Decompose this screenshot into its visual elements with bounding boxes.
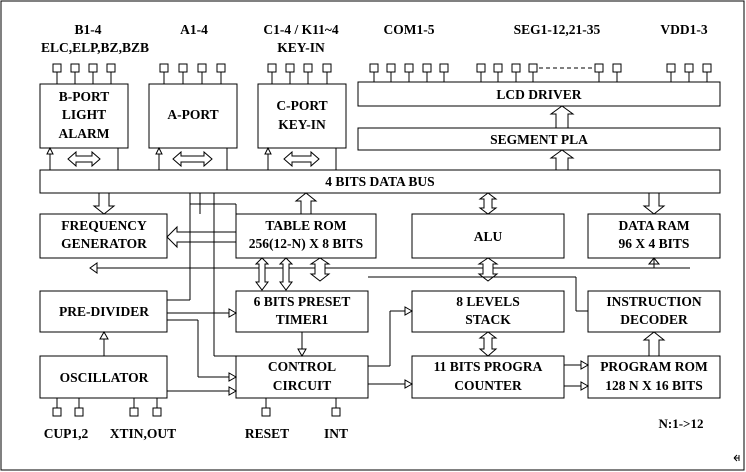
table-rom-label: TABLE ROM	[265, 218, 346, 233]
pre-divider-block	[39, 290, 168, 333]
oscillator-block	[39, 355, 168, 399]
frequency-generator-label-2: GENERATOR	[61, 236, 147, 251]
table-rom-label-2: 256(12-N) X 8 BITS	[249, 236, 363, 251]
data-ram-label: DATA RAM	[618, 218, 689, 233]
stack-block	[411, 290, 565, 333]
b-port-label-2: LIGHT	[62, 107, 106, 122]
c-port-bus-arrow-icon	[283, 150, 320, 168]
b-pins	[52, 63, 116, 84]
table-timer-arrow-2-icon	[278, 257, 294, 291]
program-rom-block	[587, 355, 721, 399]
note-label: N:1->12	[659, 416, 704, 431]
a-pins	[159, 63, 226, 84]
bus-to-freq-arrow-icon	[92, 192, 116, 215]
c-pins-sublabel: KEY-IN	[277, 40, 325, 55]
c-port-label-2: KEY-IN	[278, 117, 326, 132]
cup-pins-label: CUP1,2	[44, 426, 89, 441]
preset-timer-block	[235, 290, 369, 333]
seg-pins-label: SEG1-12,21-35	[514, 22, 601, 37]
lcd-driver-label: LCD DRIVER	[496, 87, 581, 102]
table-rom-to-bus-arrow-icon	[294, 192, 318, 215]
program-counter-block	[411, 355, 565, 399]
port-connectors	[46, 146, 337, 170]
lcd-driver-block	[357, 81, 721, 107]
b-port-block	[39, 83, 129, 149]
stack-label: 8 LEVELS	[456, 294, 519, 309]
c-pins	[267, 63, 332, 84]
oscillator-label: OSCILLATOR	[60, 370, 149, 385]
program-counter-label: 11 BITS PROGRA	[434, 359, 543, 374]
a-port-label: A-PORT	[167, 107, 218, 122]
preset-timer-label: 6 BITS PRESET	[254, 294, 351, 309]
c-pins-label: C1-4 / K11~4	[263, 22, 339, 37]
c-port-block	[257, 83, 347, 149]
data-bus-label: 4 BITS DATA BUS	[325, 174, 434, 189]
reset-pin-label: RESET	[245, 426, 289, 441]
table-rom-block	[235, 213, 377, 259]
instruction-decoder-block	[587, 290, 721, 333]
b-port-label: B-PORT	[59, 89, 110, 104]
alu-label: ALU	[474, 229, 503, 244]
vdd-pins-label: VDD1-3	[660, 22, 707, 37]
alu-bus-arrow-icon	[478, 192, 498, 215]
control-circuit-label-2: CIRCUIT	[273, 378, 332, 393]
b-pins-sublabel: ELC,ELP,BZ,BZB	[41, 40, 149, 55]
bus-to-segment-arrow-icon	[549, 149, 575, 171]
b-port-bus-arrow-icon	[67, 150, 101, 168]
int-pin-label: INT	[324, 426, 348, 441]
frequency-generator-label: FREQUENCY	[61, 218, 147, 233]
alu-stack-arrow-icon	[477, 257, 499, 282]
control-circuit-label: CONTROL	[268, 359, 336, 374]
com-seg-vdd-pins	[369, 63, 712, 82]
preset-timer-label-2: TIMER1	[276, 312, 329, 327]
table-rom-to-freq-arrow-icon	[166, 225, 237, 249]
bottom-pins	[52, 398, 341, 417]
com-pins-label: COM1-5	[384, 22, 435, 37]
program-counter-label-2: COUNTER	[454, 378, 522, 393]
a-pins-label: A1-4	[180, 22, 208, 37]
b-port-label-3: ALARM	[59, 126, 110, 141]
program-rom-label: PROGRAM ROM	[600, 359, 708, 374]
data-ram-label-2: 96 X 4 BITS	[619, 236, 690, 251]
segment-to-lcd-arrow-icon	[549, 105, 575, 129]
data-bus-block	[39, 169, 721, 194]
table-timer-arrow-icon	[254, 257, 270, 291]
stack-pc-arrow-icon	[478, 331, 498, 357]
segment-pla-label: SEGMENT PLA	[490, 132, 588, 147]
b-pins-label: B1-4	[75, 22, 102, 37]
instruction-decoder-label: INSTRUCTION	[606, 294, 702, 309]
xtin-pins-label: XTIN,OUT	[110, 426, 176, 441]
pre-divider-label: PRE-DIVIDER	[59, 304, 149, 319]
a-port-block	[148, 83, 238, 149]
prom-to-decoder-arrow-icon	[642, 331, 666, 357]
alu-block	[411, 213, 565, 259]
a-port-bus-arrow-icon	[172, 150, 213, 168]
bus-to-data-ram-arrow-icon	[642, 192, 666, 215]
instruction-decoder-label-2: DECODER	[620, 312, 688, 327]
freq-ram-connector	[89, 257, 690, 274]
frequency-generator-block	[39, 213, 168, 259]
c-port-label: C-PORT	[276, 98, 327, 113]
segment-pla-block	[357, 127, 721, 151]
control-circuit-block	[235, 355, 369, 399]
program-rom-label-2: 128 N X 16 BITS	[605, 378, 703, 393]
table-bus-arrow-icon	[309, 257, 331, 282]
corner-mark-icon	[733, 454, 740, 462]
control-lines	[99, 193, 590, 408]
stack-label-2: STACK	[465, 312, 511, 327]
